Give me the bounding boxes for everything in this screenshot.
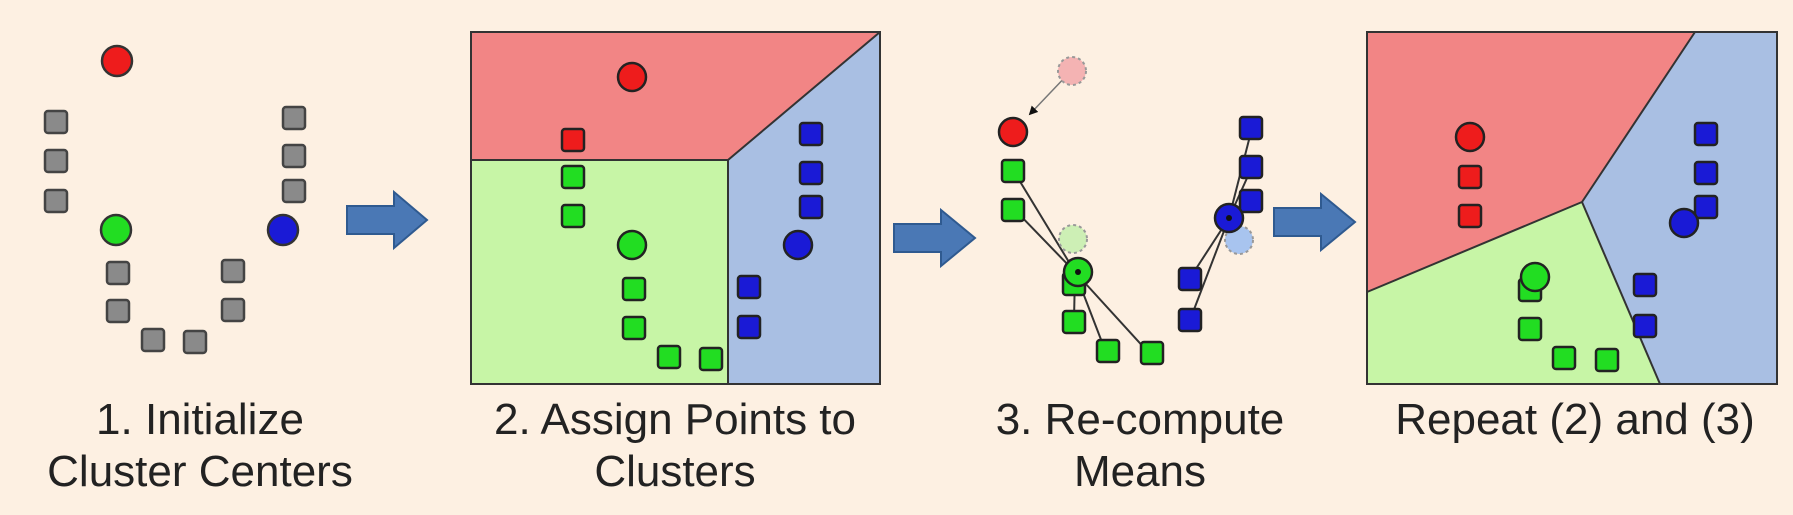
step-1-caption: 1. Initialize Cluster Centers (20, 394, 380, 498)
step-4-caption: Repeat (2) and (3) (1370, 394, 1780, 446)
data-point (1632, 272, 1658, 298)
data-point (621, 315, 647, 341)
data-point (182, 329, 208, 355)
data-point (281, 178, 307, 204)
red-center (100, 44, 134, 78)
data-point (105, 298, 131, 324)
panel-recompute (997, 56, 1264, 366)
red-center (616, 61, 648, 93)
data-point (1095, 338, 1121, 364)
old-green-center (1058, 224, 1088, 254)
data-point (560, 164, 586, 190)
caption-line: 3. Re-compute (995, 395, 1285, 444)
green-center (99, 213, 133, 247)
data-point (798, 194, 824, 220)
caption-line: Clusters (594, 447, 756, 496)
blue-center (266, 213, 300, 247)
right-arrow-icon (893, 207, 977, 269)
region-green (471, 160, 728, 384)
data-point (1061, 309, 1087, 335)
data-point (1177, 307, 1203, 333)
caption-line: 1. Initialize (96, 395, 304, 444)
data-point (1551, 345, 1577, 371)
old-blue-center (1224, 225, 1254, 255)
data-point (1000, 158, 1026, 184)
data-point (1632, 313, 1658, 339)
data-point (105, 260, 131, 286)
data-point (1139, 340, 1165, 366)
blue-center (1668, 207, 1700, 239)
data-point (736, 314, 762, 340)
data-point (736, 274, 762, 300)
right-arrow-icon (346, 189, 429, 251)
data-point (560, 203, 586, 229)
panel-assign (470, 31, 881, 385)
data-point (621, 276, 647, 302)
red-center (997, 116, 1029, 148)
data-point (1238, 188, 1264, 214)
data-point (798, 121, 824, 147)
data-point (281, 143, 307, 169)
data-point (1000, 197, 1026, 223)
data-point (1517, 316, 1543, 342)
data-point (140, 327, 166, 353)
data-point (1693, 160, 1719, 186)
data-point (798, 160, 824, 186)
data-point (1238, 115, 1264, 141)
green-center (616, 229, 648, 261)
data-point (1693, 121, 1719, 147)
data-point (43, 188, 69, 214)
data-point (1238, 154, 1264, 180)
step-2-caption: 2. Assign Points to Clusters (455, 394, 895, 498)
old-red-center (1057, 56, 1087, 86)
panel-repeat (1366, 31, 1778, 385)
data-point (656, 344, 682, 370)
data-point (1594, 347, 1620, 373)
blue-center (782, 229, 814, 261)
region-green (1367, 202, 1660, 384)
panel-initialize (43, 44, 307, 355)
data-point (220, 258, 246, 284)
data-point (43, 109, 69, 135)
data-point (1693, 194, 1719, 220)
caption-line: Means (1073, 447, 1207, 496)
data-point (281, 105, 307, 131)
right-arrow-icon (1273, 191, 1357, 253)
data-point (560, 127, 586, 153)
data-point (1177, 266, 1203, 292)
data-point (698, 346, 724, 372)
data-point (220, 297, 246, 323)
green-center (1519, 261, 1551, 293)
region-red (1367, 32, 1695, 292)
data-point (1457, 164, 1483, 190)
data-point (1457, 203, 1483, 229)
caption-line: Repeat (2) and (3) (1395, 395, 1755, 444)
data-point (43, 148, 69, 174)
step-3-caption: 3. Re-compute Means (970, 394, 1310, 498)
caption-line: 2. Assign Points to (494, 395, 856, 444)
caption-line: Cluster Centers (47, 447, 353, 496)
region-blue (1582, 32, 1777, 384)
red-center (1454, 121, 1486, 153)
